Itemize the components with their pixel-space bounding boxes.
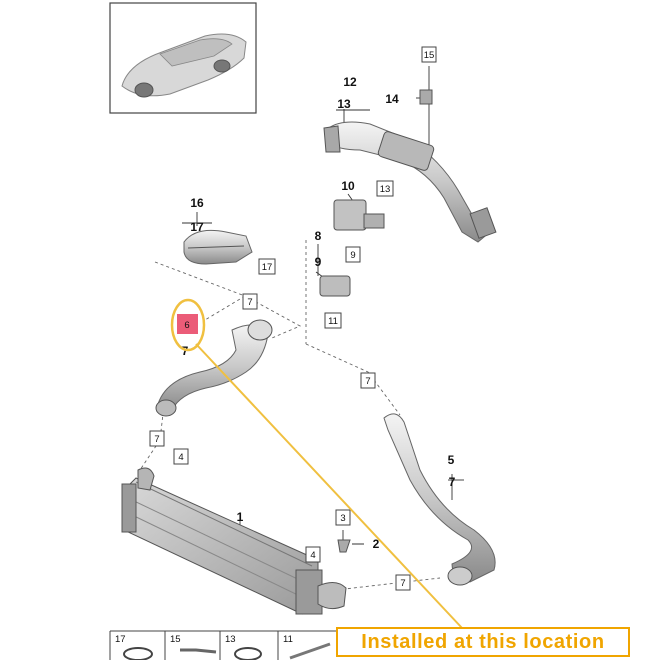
- label-5: 5: [448, 453, 455, 467]
- charge-pipe-lower: [383, 413, 496, 586]
- installed-location-callout: Installed at this location: [336, 627, 630, 657]
- label-10: 10: [341, 179, 355, 193]
- boxed-label-13: 13: [376, 180, 394, 197]
- label-1: 1: [237, 510, 244, 524]
- label-12: 12: [343, 75, 357, 89]
- boxed-label-15: 15: [421, 46, 437, 63]
- bolt-part: [337, 539, 364, 553]
- label-9: 9: [315, 255, 322, 269]
- svg-text:13: 13: [380, 184, 391, 195]
- charge-pipe-upper: [323, 121, 497, 243]
- label-17: 17: [190, 220, 204, 234]
- intercooler: [121, 467, 347, 615]
- boxed-label-17: 17: [258, 258, 276, 275]
- legend-11: 11: [283, 634, 293, 645]
- leader-lines: [139, 240, 441, 591]
- boxed-label-7: 7: [395, 574, 411, 591]
- svg-text:4: 4: [310, 550, 315, 561]
- boxed-label-9: 9: [345, 246, 361, 263]
- car-thumbnail: [109, 2, 257, 114]
- svg-text:15: 15: [424, 50, 435, 61]
- intake-duct: [183, 229, 253, 265]
- label-8: 8: [315, 229, 322, 243]
- boxed-label-4: 4: [305, 546, 321, 563]
- valve-part: [333, 199, 385, 231]
- legend-15: 15: [170, 634, 181, 645]
- boxed-label-7: 7: [360, 372, 376, 389]
- sensor-part: [419, 89, 433, 105]
- svg-text:4: 4: [178, 452, 183, 463]
- label-7: 7: [449, 475, 456, 489]
- legend-17: 17: [115, 634, 126, 645]
- svg-text:17: 17: [262, 262, 273, 273]
- svg-text:7: 7: [247, 297, 252, 308]
- label-13: 13: [337, 97, 351, 111]
- svg-text:6: 6: [184, 320, 189, 331]
- boxed-label-7: 7: [242, 293, 258, 310]
- legend-13: 13: [225, 634, 236, 645]
- svg-text:9: 9: [350, 250, 355, 261]
- label-14: 14: [385, 92, 399, 106]
- boxed-label-3: 3: [335, 509, 351, 526]
- clamp-part: [319, 275, 351, 297]
- boxed-label-7: 7: [149, 430, 165, 447]
- svg-text:7: 7: [365, 376, 370, 387]
- highlight-location: 6: [170, 298, 463, 629]
- hose-part-6: [155, 319, 273, 417]
- svg-text:7: 7: [400, 578, 405, 589]
- label-7: 7: [182, 344, 189, 358]
- label-16: 16: [190, 196, 204, 210]
- parts-legend: 17 15 13 11: [109, 630, 336, 660]
- svg-text:3: 3: [340, 513, 345, 524]
- svg-text:7: 7: [154, 434, 159, 445]
- label-2: 2: [373, 537, 380, 551]
- svg-text:11: 11: [328, 316, 338, 327]
- boxed-label-11: 11: [324, 312, 342, 329]
- boxed-label-4: 4: [173, 448, 189, 465]
